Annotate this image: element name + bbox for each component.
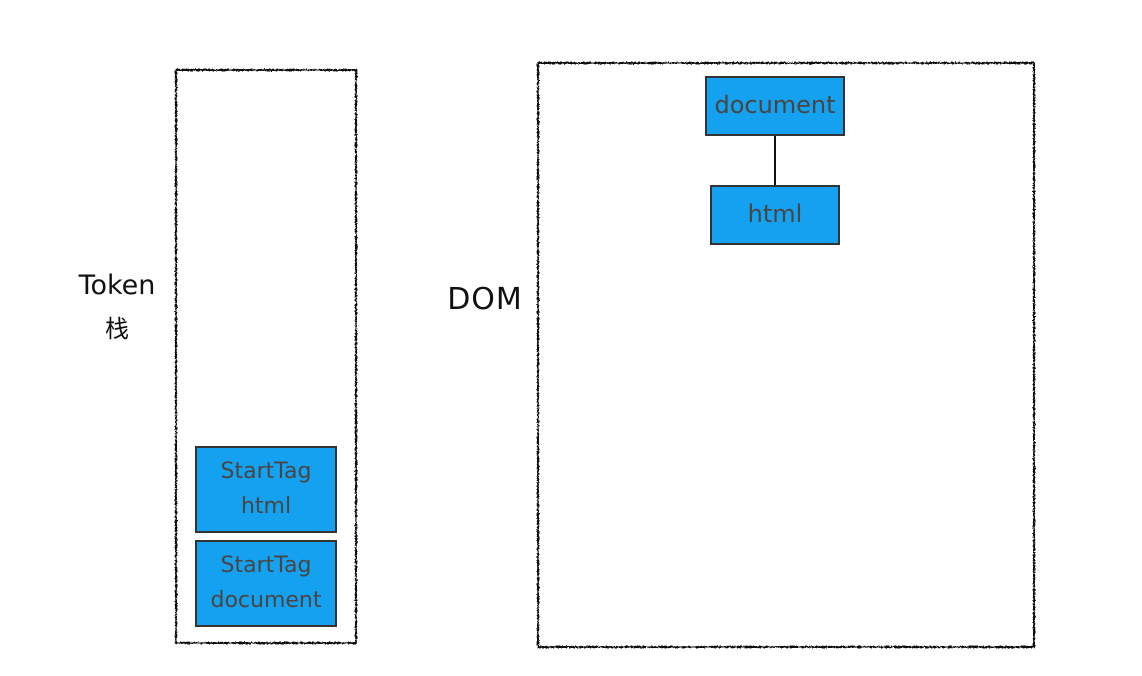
dom-container: [537, 62, 1035, 648]
token-stack-label: Token 栈: [52, 272, 182, 341]
token-node-starttag-document-line1: StartTag: [220, 553, 312, 579]
token-node-starttag-document: StartTag document: [195, 540, 337, 627]
token-stack-container: [175, 69, 357, 644]
dom-node-html: html: [710, 185, 840, 245]
token-node-starttag-document-line2: document: [210, 587, 322, 613]
dom-label: DOM: [447, 282, 523, 317]
token-node-starttag-html-line1: StartTag: [220, 459, 312, 485]
token-node-starttag-html-line2: html: [240, 493, 292, 519]
token-node-starttag-html: StartTag html: [195, 446, 337, 533]
token-stack-label-line2: 栈: [105, 315, 129, 343]
tree-edge-document-html: [774, 136, 776, 186]
token-stack-label-line1: Token: [78, 270, 156, 301]
dom-node-document: document: [705, 76, 845, 136]
